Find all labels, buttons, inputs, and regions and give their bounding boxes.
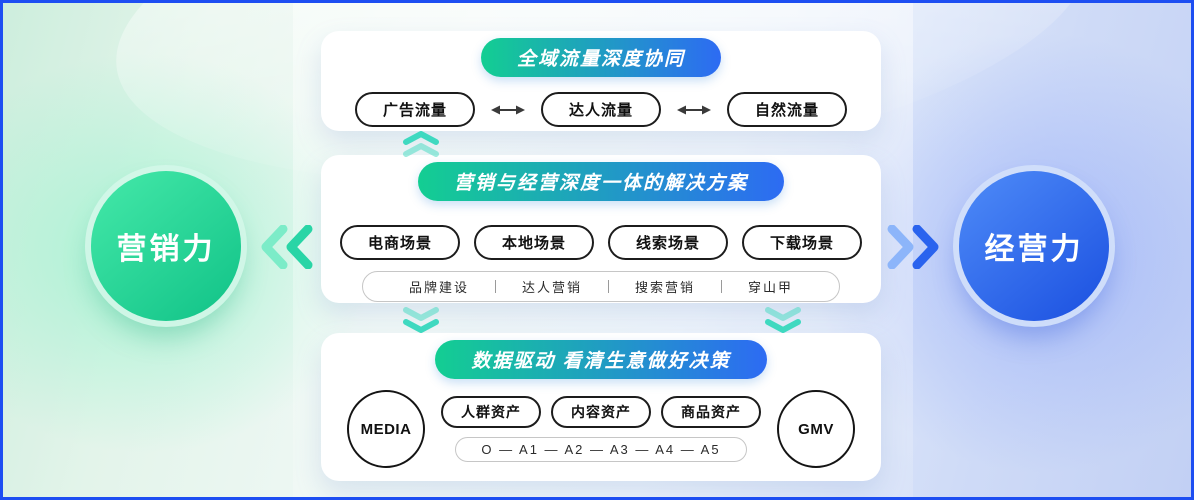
traffic-pill-row: 广告流量 达人流量 自然流量	[321, 92, 881, 127]
bar-divider	[721, 280, 723, 293]
data-card: 数据驱动 看清生意做好决策 MEDIA 人群资产 内容资产 商品资产 O — A…	[321, 333, 881, 481]
solution-card-title: 营销与经营深度一体的解决方案	[417, 162, 784, 201]
pill-download-scene: 下载场景	[742, 225, 863, 260]
data-card-row: MEDIA 人群资产 内容资产 商品资产 O — A1 — A2 — A3 — …	[321, 390, 881, 468]
marketing-power-circle: 营销力	[91, 171, 241, 321]
pill-ad-traffic: 广告流量	[354, 92, 475, 127]
traffic-card-title: 全域流量深度协同	[480, 38, 721, 77]
media-badge: MEDIA	[347, 390, 425, 468]
bar-divider	[608, 280, 609, 293]
scene-pill-row: 电商场景 本地场景 线索场景 下载场景	[321, 225, 881, 260]
funnel-bar: O — A1 — A2 — A3 — A4 — A5	[455, 437, 747, 462]
pill-content-asset: 内容资产	[551, 396, 651, 428]
operating-power-circle: 经营力	[959, 171, 1109, 321]
pill-product-asset: 商品资产	[661, 396, 761, 428]
bar-item-talent: 达人营销	[521, 280, 582, 295]
double-arrow-icon	[490, 105, 525, 114]
pill-talent-traffic: 达人流量	[540, 92, 661, 127]
traffic-card: 全域流量深度协同 广告流量 达人流量 自然流量	[321, 31, 881, 131]
pill-organic-traffic: 自然流量	[727, 92, 848, 127]
chevron-down-icon	[403, 307, 439, 333]
bar-item-brand: 品牌建设	[408, 280, 469, 295]
pill-ecommerce-scene: 电商场景	[339, 225, 460, 260]
bar-item-pangle: 穿山甲	[748, 280, 794, 295]
asset-column: 人群资产 内容资产 商品资产 O — A1 — A2 — A3 — A4 — A…	[441, 396, 761, 462]
bar-item-search: 搜索营销	[635, 280, 696, 295]
bar-divider	[494, 280, 496, 293]
asset-pill-row: 人群资产 内容资产 商品资产	[441, 396, 761, 428]
chevron-up-icon	[403, 131, 439, 157]
data-card-title: 数据驱动 看清生意做好决策	[435, 340, 767, 379]
pill-leads-scene: 线索场景	[608, 225, 729, 260]
chevrons-right-icon	[887, 225, 939, 269]
double-arrow-icon	[677, 105, 711, 114]
pill-local-scene: 本地场景	[473, 225, 594, 260]
pill-audience-asset: 人群资产	[441, 396, 541, 428]
chevron-down-icon	[765, 307, 801, 333]
solution-products-bar: 品牌建设 达人营销 搜索营销 穿山甲	[362, 271, 840, 302]
solution-card: 营销与经营深度一体的解决方案 电商场景 本地场景 线索场景 下载场景 品牌建设 …	[321, 155, 881, 303]
marketing-power-label: 营销力	[116, 233, 216, 266]
gmv-badge: GMV	[777, 390, 855, 468]
operating-power-label: 经营力	[984, 233, 1084, 266]
chevrons-left-icon	[261, 225, 313, 269]
